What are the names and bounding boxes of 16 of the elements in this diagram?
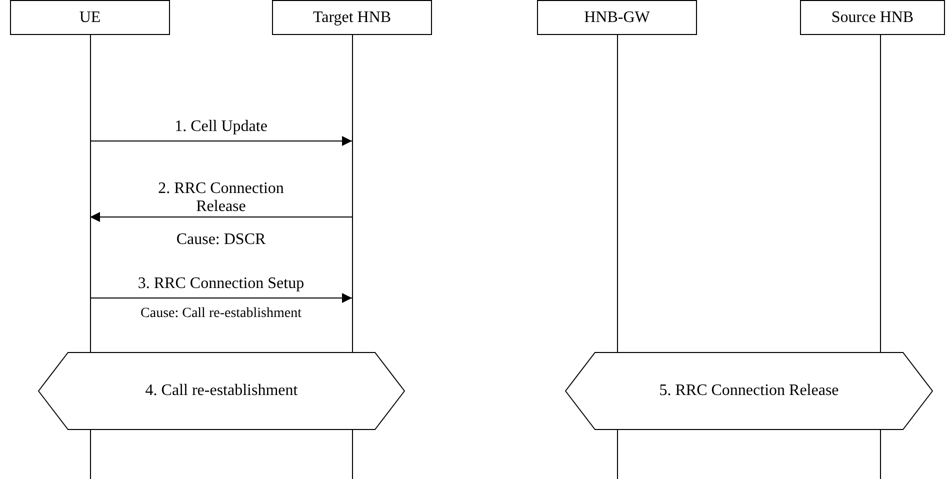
- node-label: Source HNB: [831, 8, 914, 26]
- cause-label: Cause: Call re-establishment: [140, 305, 302, 323]
- process-hexagon: [38, 352, 405, 430]
- node-label: UE: [79, 8, 101, 26]
- node-label: Target HNB: [312, 8, 392, 26]
- node-label: 5. RRC Connection Release: [659, 382, 839, 400]
- process-hexagon: [565, 352, 933, 430]
- node-label: HNB-GW: [584, 8, 650, 26]
- message-arrow: [90, 212, 352, 222]
- message-arrow: [90, 136, 352, 146]
- node-label: 4. Call re-establishment: [145, 382, 298, 400]
- message-label: 3. RRC Connection Setup: [136, 274, 306, 294]
- cause-label: Cause: DSCR: [175, 230, 267, 250]
- message-label: 2. RRC Connection Release: [157, 180, 285, 216]
- message-arrow: [90, 293, 352, 303]
- message-label: 1. Cell Update: [174, 117, 268, 137]
